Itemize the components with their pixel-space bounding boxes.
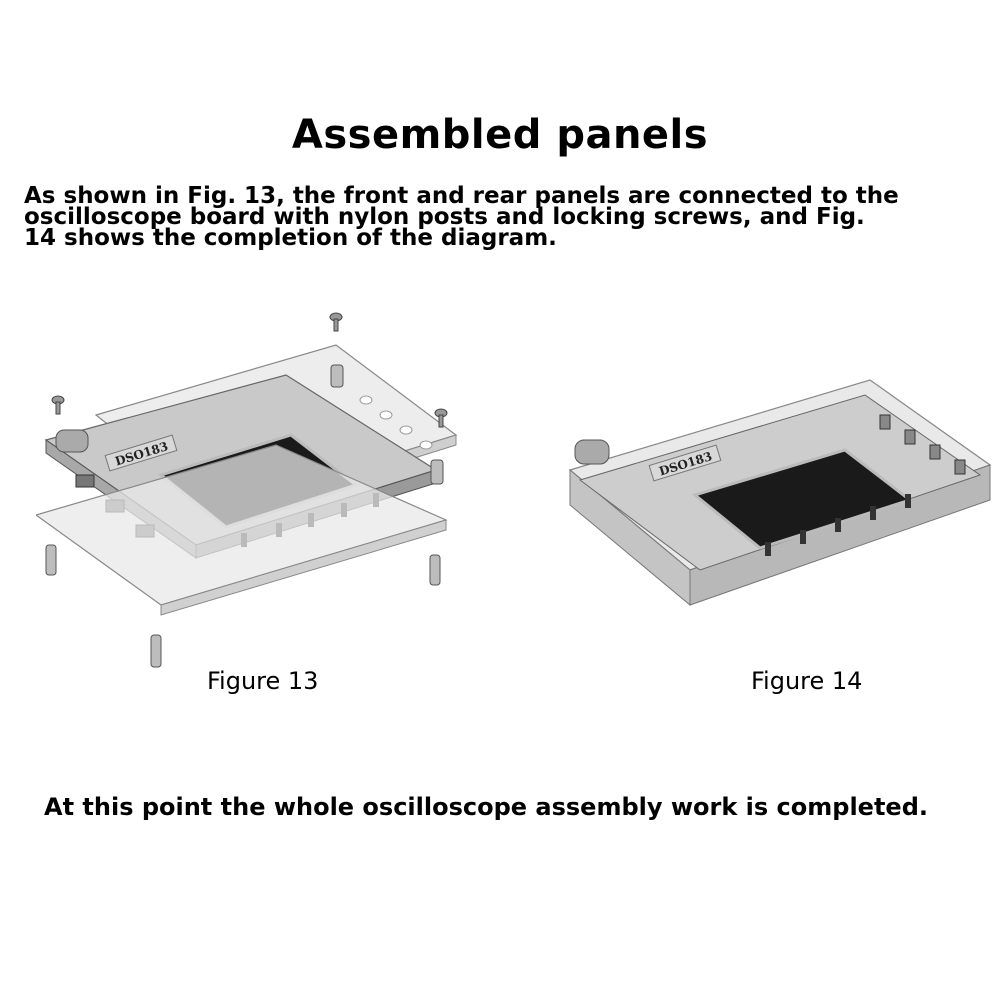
figure-14-caption: Figure 14	[751, 667, 863, 695]
bnc-connector	[55, 429, 89, 453]
bnc-connector	[574, 439, 610, 465]
figure-13-exploded-assembly: DSO183	[36, 312, 458, 668]
intro-paragraph: As shown in Fig. 13, the front and rear …	[24, 183, 899, 251]
figure-14-completed-assembly: DSO183	[568, 379, 992, 607]
page-title: Assembled panels	[291, 112, 709, 158]
figure-13-caption: Figure 13	[207, 667, 319, 695]
closing-statement: At this point the whole oscilloscope ass…	[44, 793, 929, 821]
